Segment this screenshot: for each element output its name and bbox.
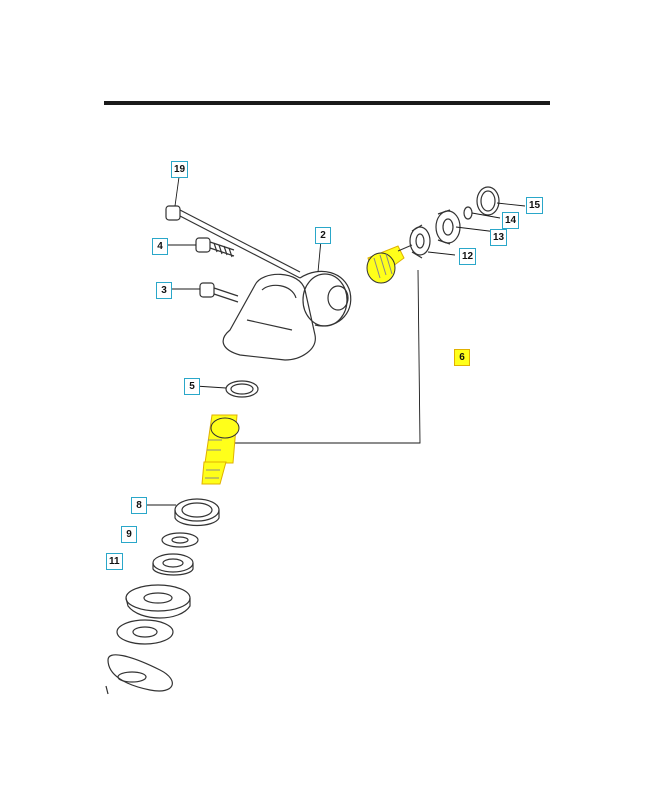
header-rule xyxy=(104,101,550,105)
callout-6[interactable]: 6 xyxy=(454,349,470,366)
leader-lines xyxy=(145,176,526,506)
lower-washer xyxy=(116,619,174,645)
part-3-screw xyxy=(199,282,239,303)
lower-bearing xyxy=(152,553,194,576)
callout-9[interactable]: 9 xyxy=(121,526,137,543)
callout-11[interactable]: 11 xyxy=(106,553,123,570)
part-14-small-snap-ring xyxy=(463,206,473,220)
part-5-needle-bearing xyxy=(225,380,259,398)
part-12-ball-bearing xyxy=(409,224,431,259)
callout-19[interactable]: 19 xyxy=(171,161,189,178)
callout-12[interactable]: 12 xyxy=(459,248,477,265)
part-4-screw xyxy=(195,237,235,258)
part-11-support-cup xyxy=(125,584,191,619)
part-9-washer xyxy=(161,532,199,548)
callout-4[interactable]: 4 xyxy=(152,238,168,255)
callout-5[interactable]: 5 xyxy=(184,378,200,395)
callout-14[interactable]: 14 xyxy=(502,212,520,229)
callout-2[interactable]: 2 xyxy=(315,227,331,244)
part-6-bevel-gear-set xyxy=(201,244,413,485)
callout-13[interactable]: 13 xyxy=(490,229,508,246)
callout-15[interactable]: 15 xyxy=(526,197,544,214)
lower-plate xyxy=(105,654,173,695)
part-8-ball-bearing xyxy=(174,498,220,527)
part-15-snap-ring xyxy=(476,186,500,216)
callout-8[interactable]: 8 xyxy=(131,497,147,514)
part-19-long-screw xyxy=(165,205,301,279)
callout-3[interactable]: 3 xyxy=(156,282,172,299)
part-13-ball-bearing xyxy=(435,209,461,245)
part-2-gear-housing xyxy=(222,270,352,361)
